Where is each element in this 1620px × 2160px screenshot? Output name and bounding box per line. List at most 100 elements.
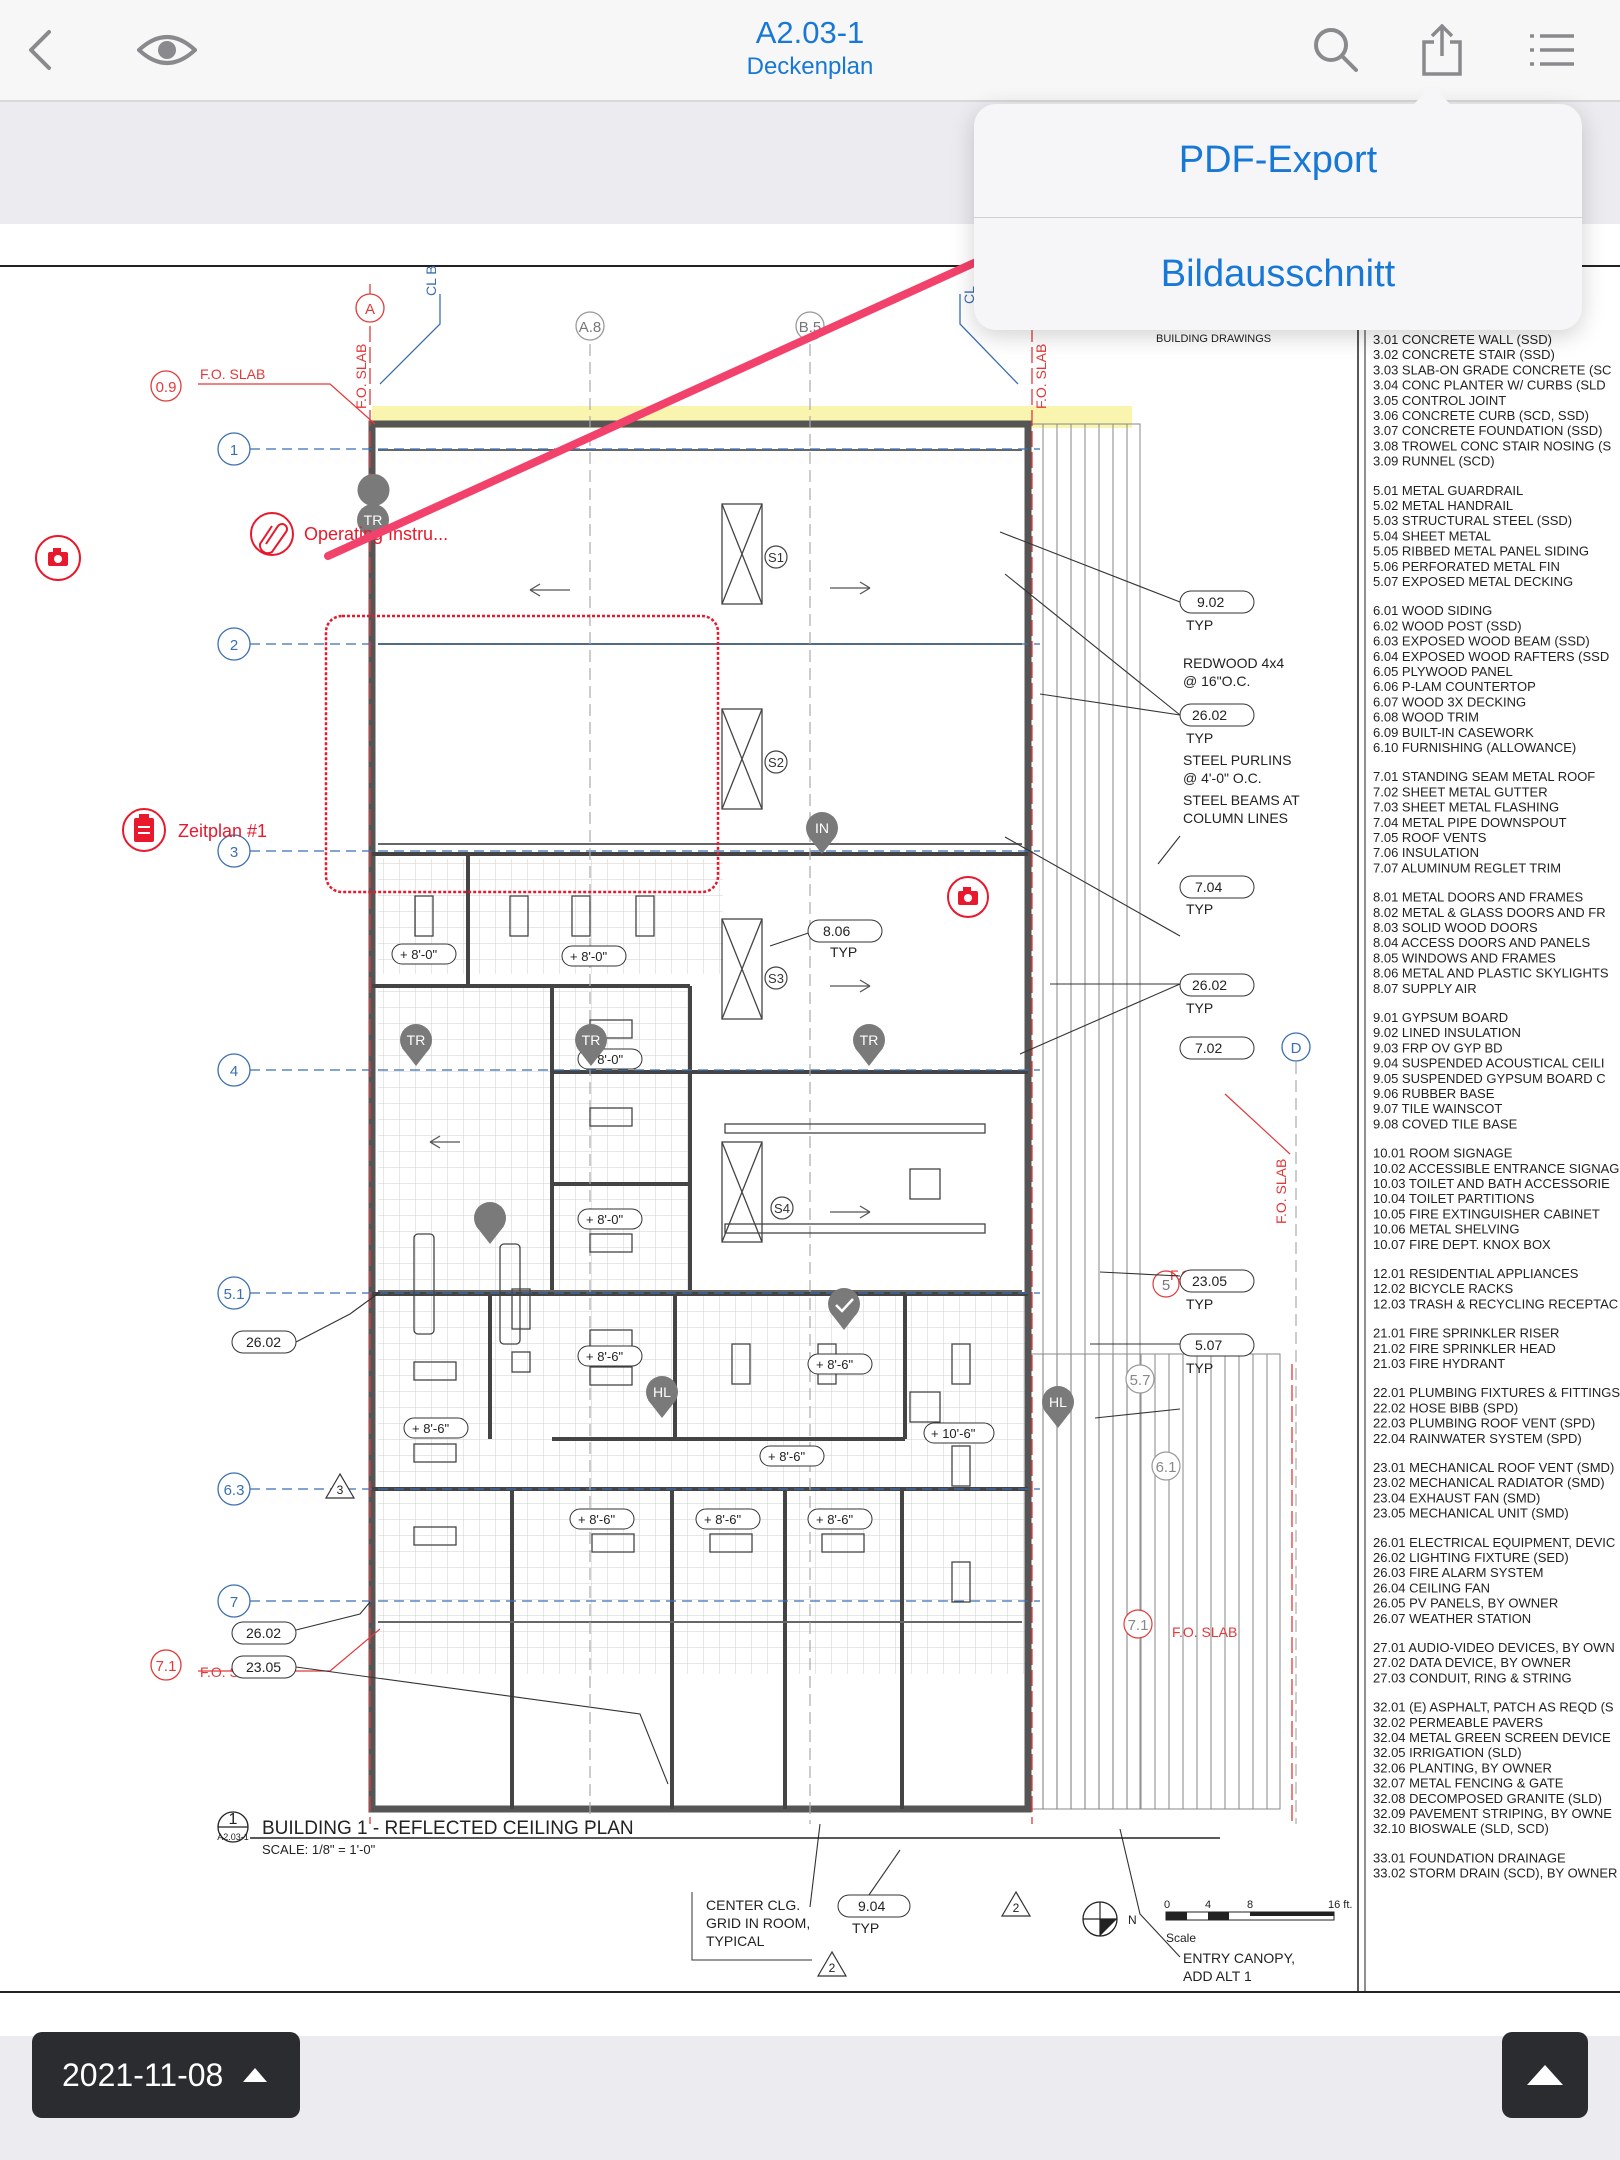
keynote-item: 9.07 TILE WAINSCOT — [1373, 1101, 1502, 1116]
callout-label: 23.05 — [1192, 1273, 1227, 1289]
keynote-item: 3.01 CONCRETE WALL (SSD) — [1373, 332, 1552, 347]
drawing-sheet[interactable]: A A.8 B.5 D 0.9 1 2 3 4 5.1 6.3 7 7.1 — [0, 224, 1620, 2036]
grid-row-bubble: 4 — [230, 1063, 238, 1080]
keynote-item: 10.06 METAL SHELVING — [1373, 1222, 1519, 1237]
schedule-label[interactable]: Zeitplan #1 — [178, 821, 267, 841]
keynote-item: 3.04 CONC PLANTER W/ CURBS (SLD — [1373, 378, 1606, 393]
keynote-item: 3.06 CONCRETE CURB (SCD, SSD) — [1373, 408, 1589, 423]
keynote-item: 32.09 PAVEMENT STRIPING, BY OWNE — [1373, 1806, 1612, 1821]
keynote-item: 7.02 SHEET METAL GUTTER — [1373, 784, 1548, 799]
keynote-item: 12.02 BICYCLE RACKS — [1373, 1281, 1514, 1296]
keynote-item: 10.05 FIRE EXTINGUISHER CABINET — [1373, 1206, 1600, 1221]
keynote-item: 7.03 SHEET METAL FLASHING — [1373, 800, 1559, 815]
grid-row-bubble: 0.9 — [156, 379, 177, 396]
keynote-item: 26.05 PV PANELS, BY OWNER — [1373, 1596, 1558, 1611]
search-icon[interactable] — [1306, 22, 1366, 78]
image-section-menu-item[interactable]: Bildausschnitt — [1160, 252, 1396, 295]
keynote-item: 33.02 STORM DRAIN (SCD), BY OWNER — [1373, 1866, 1617, 1881]
building-drawings-label: BUILDING DRAWINGS — [1156, 333, 1271, 345]
detail-sheet-ref: A2.03-1 — [217, 1832, 249, 1842]
pdf-export-menu-item[interactable]: PDF-Export — [1178, 138, 1378, 181]
list-icon[interactable] — [1522, 22, 1582, 78]
keynote-item: 8.01 METAL DOORS AND FRAMES — [1373, 890, 1584, 905]
navigation-bar: A2.03-1 Deckenplan — [0, 0, 1620, 102]
ceiling-height: + 8'-0" — [400, 947, 437, 962]
version-date-button[interactable]: 2021-11-08 — [32, 2032, 300, 2118]
callout-label: 26.02 — [246, 1334, 281, 1350]
keynote-item: 6.06 P-LAM COUNTERTOP — [1373, 679, 1536, 694]
caret-up-icon — [243, 2068, 268, 2082]
map-pin[interactable]: TR — [364, 512, 383, 528]
keynote-item: 3.08 TROWEL CONC STAIR NOSING (S — [1373, 438, 1611, 453]
keynote-item: 8.05 WINDOWS AND FRAMES — [1373, 950, 1556, 965]
keynote-item: 3.02 CONCRETE STAIR (SSD) — [1373, 347, 1555, 362]
grid-row-bubble: 7.1 — [1128, 1617, 1149, 1634]
callout-label: 26.02 — [246, 1625, 281, 1641]
map-pin[interactable]: HL — [653, 1384, 671, 1400]
ceiling-plan-drawing[interactable]: A A.8 B.5 D 0.9 1 2 3 4 5.1 6.3 7 7.1 — [0, 224, 1620, 2036]
keynote-item: 8.06 METAL AND PLASTIC SKYLIGHTS — [1373, 966, 1609, 981]
keynote-item: 8.03 SOLID WOOD DOORS — [1373, 920, 1538, 935]
ceiling-height: + 8'-6" — [816, 1357, 853, 1372]
keynote-item: 32.10 BIOSWALE (SLD, SCD) — [1373, 1821, 1549, 1836]
callout-label: 9.04 — [858, 1898, 885, 1914]
keynote-legend: 3.01 CONCRETE WALL (SSD)3.02 CONCRETE ST… — [1373, 332, 1620, 1881]
keynote-item: 5.02 METAL HANDRAIL — [1373, 498, 1513, 513]
map-pin[interactable]: HL — [1049, 1394, 1067, 1410]
callout-label: REDWOOD 4x4 — [1183, 655, 1284, 671]
chevron-left-icon[interactable] — [10, 22, 70, 78]
keynote-item: 3.07 CONCRETE FOUNDATION (SSD) — [1373, 423, 1602, 438]
callout-label: CENTER CLG. — [706, 1897, 800, 1913]
keynote-item: 22.02 HOSE BIBB (SPD) — [1373, 1400, 1518, 1415]
keynote-item: 10.02 ACCESSIBLE ENTRANCE SIGNAG — [1373, 1161, 1619, 1176]
callout-label: TYP — [830, 944, 857, 960]
keynote-item: 9.01 GYPSUM BOARD — [1373, 1010, 1508, 1025]
keynote-item: 26.03 FIRE ALARM SYSTEM — [1373, 1565, 1544, 1580]
callout-label: TYP — [852, 1920, 879, 1936]
keynote-item: 9.04 SUSPENDED ACOUSTICAL CEILI — [1373, 1056, 1604, 1071]
keynote-item: 9.03 FRP OV GYP BD — [1373, 1040, 1503, 1055]
keynote-item: 7.06 INSULATION — [1373, 845, 1479, 860]
grid-label: CL — [961, 286, 977, 304]
keynote-item: 12.03 TRASH & RECYCLING RECEPTAC — [1373, 1296, 1618, 1311]
grid-row-bubble: 2 — [230, 637, 238, 654]
callout-label: 7.04 — [1195, 879, 1222, 895]
ceiling-height: + 8'-6" — [412, 1421, 449, 1436]
map-pin[interactable]: TR — [407, 1032, 426, 1048]
keynote-item: 3.05 CONTROL JOINT — [1373, 393, 1506, 408]
drawing-scale: SCALE: 1/8" = 1'-0" — [262, 1842, 376, 1857]
caret-up-icon — [1527, 2065, 1563, 2085]
keynote-item: 22.01 PLUMBING FIXTURES & FITTINGS — [1373, 1385, 1620, 1400]
keynote-item: 6.04 EXPOSED WOOD RAFTERS (SSD — [1373, 649, 1609, 664]
map-pin[interactable]: TR — [860, 1032, 879, 1048]
callout-label: TYPICAL — [706, 1933, 765, 1949]
fo-slab-label: F.O. SLAB — [1273, 1159, 1289, 1224]
map-pin[interactable]: TR — [582, 1032, 601, 1048]
revision-triangle: 2 — [829, 1961, 836, 1975]
keynote-item: 32.04 METAL GREEN SCREEN DEVICE — [1373, 1730, 1611, 1745]
keynote-item: 22.03 PLUMBING ROOF VENT (SPD) — [1373, 1416, 1595, 1431]
eye-icon[interactable] — [132, 22, 202, 78]
detail-number: 1 — [229, 1811, 238, 1828]
document-title: A2.03-1 Deckenplan — [560, 14, 1060, 82]
grid-row-bubble: 7.1 — [156, 1658, 177, 1675]
keynote-item: 23.02 MECHANICAL RADIATOR (SMD) — [1373, 1475, 1605, 1490]
fixture-tag: S3 — [768, 971, 784, 986]
keynote-item: 27.01 AUDIO-VIDEO DEVICES, BY OWN — [1373, 1640, 1615, 1655]
callout-label: STEEL BEAMS AT — [1183, 792, 1300, 808]
popover-divider — [974, 217, 1582, 218]
keynote-item: 21.02 FIRE SPRINKLER HEAD — [1373, 1341, 1556, 1356]
callout-label: COLUMN LINES — [1183, 810, 1288, 826]
share-icon[interactable] — [1412, 22, 1472, 78]
keynote-item: 21.03 FIRE HYDRANT — [1373, 1356, 1505, 1371]
revision-triangle: 2 — [1013, 1901, 1020, 1915]
keynote-item: 6.01 WOOD SIDING — [1373, 603, 1492, 618]
expand-up-button[interactable] — [1502, 2032, 1588, 2118]
keynote-item: 5.05 RIBBED METAL PANEL SIDING — [1373, 544, 1589, 559]
ceiling-height: + 8'-0" — [586, 1212, 623, 1227]
keynote-item: 23.01 MECHANICAL ROOF VENT (SMD) — [1373, 1460, 1614, 1475]
map-pin[interactable]: IN — [815, 820, 829, 836]
keynote-item: 32.01 (E) ASPHALT, PATCH AS REQD (S — [1373, 1700, 1614, 1715]
keynote-item: 5.04 SHEET METAL — [1373, 528, 1491, 543]
keynote-item: 32.07 METAL FENCING & GATE — [1373, 1776, 1564, 1791]
